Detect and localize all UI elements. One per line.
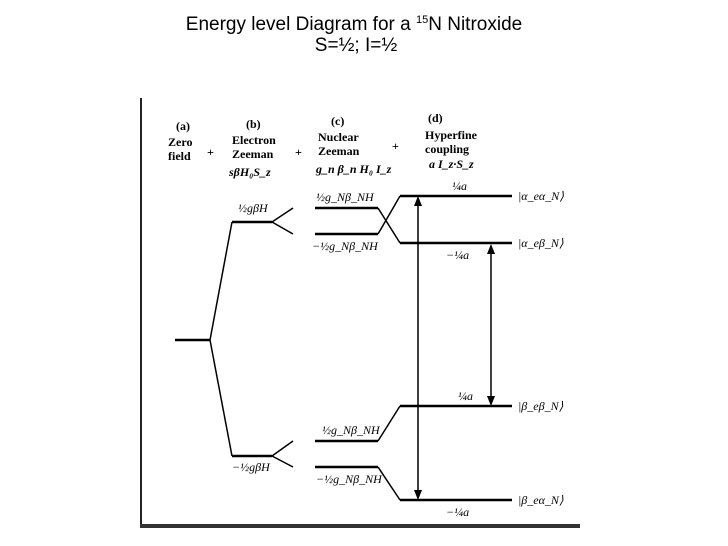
col-a-line2: field (168, 149, 191, 163)
col-d-handwritten: a I_z·S_z (429, 157, 474, 171)
hf-1-label: ¼a (452, 179, 467, 193)
electron-up-label: ½gβH (238, 201, 269, 215)
nuclear-4-label: −½g_Nβ_NH (316, 472, 383, 486)
scanned-figure (140, 98, 580, 528)
scan-edge-bottom (140, 524, 580, 528)
col-c-handwritten: g_n β_n H₀ I_z (315, 162, 392, 176)
transition-arrow-2-head-bottom (487, 396, 495, 406)
col-d-letter: (d) (428, 111, 443, 125)
plus-sign-1: + (207, 145, 214, 159)
hf-4-label: −¼a (446, 505, 469, 519)
connector-e-up-n1 (271, 207, 294, 223)
col-a-line1: Zero (168, 135, 192, 149)
col-b-line2: Zeeman (232, 147, 274, 161)
col-c-letter: (c) (331, 114, 344, 128)
connector-zero-to-up (209, 221, 233, 341)
col-b-line1: Electron (232, 133, 276, 147)
transition-arrow-1-head-top (414, 196, 422, 206)
connector-e-down-n4 (271, 455, 294, 468)
connector-n1-hf2 (377, 207, 401, 244)
col-d-line2: coupling (425, 142, 469, 156)
col-a-letter: (a) (176, 119, 190, 133)
nuclear-1-label: ½g_Nβ_NH (316, 190, 375, 204)
col-b-letter: (b) (246, 117, 261, 131)
hf-2-label: −¼a (446, 248, 469, 262)
state-label-4: |β_eα_N⟩ (518, 493, 564, 507)
connector-n3-hf3 (377, 405, 401, 442)
nuclear-3-label: ½g_Nβ_NH (322, 423, 381, 437)
state-label-3: |β_eβ_N⟩ (518, 399, 564, 413)
transition-arrow-1-head-bottom (414, 490, 422, 500)
col-d-line1: Hyperfine (425, 128, 478, 142)
col-c-line2: Zeeman (318, 144, 360, 158)
hf-3-label: ¼a (458, 389, 473, 403)
state-label-2: |α_eβ_N⟩ (518, 236, 564, 250)
connector-zero-to-down (209, 339, 233, 457)
connector-e-up-n2 (271, 221, 294, 235)
diagram-title: Energy level Diagram for a 15N Nitroxide (185, 14, 523, 35)
plus-sign-3: + (392, 139, 399, 153)
nuclear-2-label: −½g_Nβ_NH (312, 239, 379, 253)
connector-n2-hf1 (377, 195, 401, 235)
electron-down-label: −½gβH (232, 460, 271, 474)
col-b-handwritten: sβH₀S_z (228, 165, 271, 179)
connector-e-down-n3 (271, 440, 294, 457)
scan-edge-left (140, 98, 142, 528)
col-c-line1: Nuclear (318, 130, 359, 144)
plus-sign-2: + (295, 145, 302, 159)
connector-n4-hf4 (377, 466, 401, 501)
transition-arrow-2-head-top (487, 244, 495, 254)
diagram-subtitle: S=½; I=½ (314, 35, 398, 56)
state-label-1: |α_eα_N⟩ (518, 189, 564, 203)
